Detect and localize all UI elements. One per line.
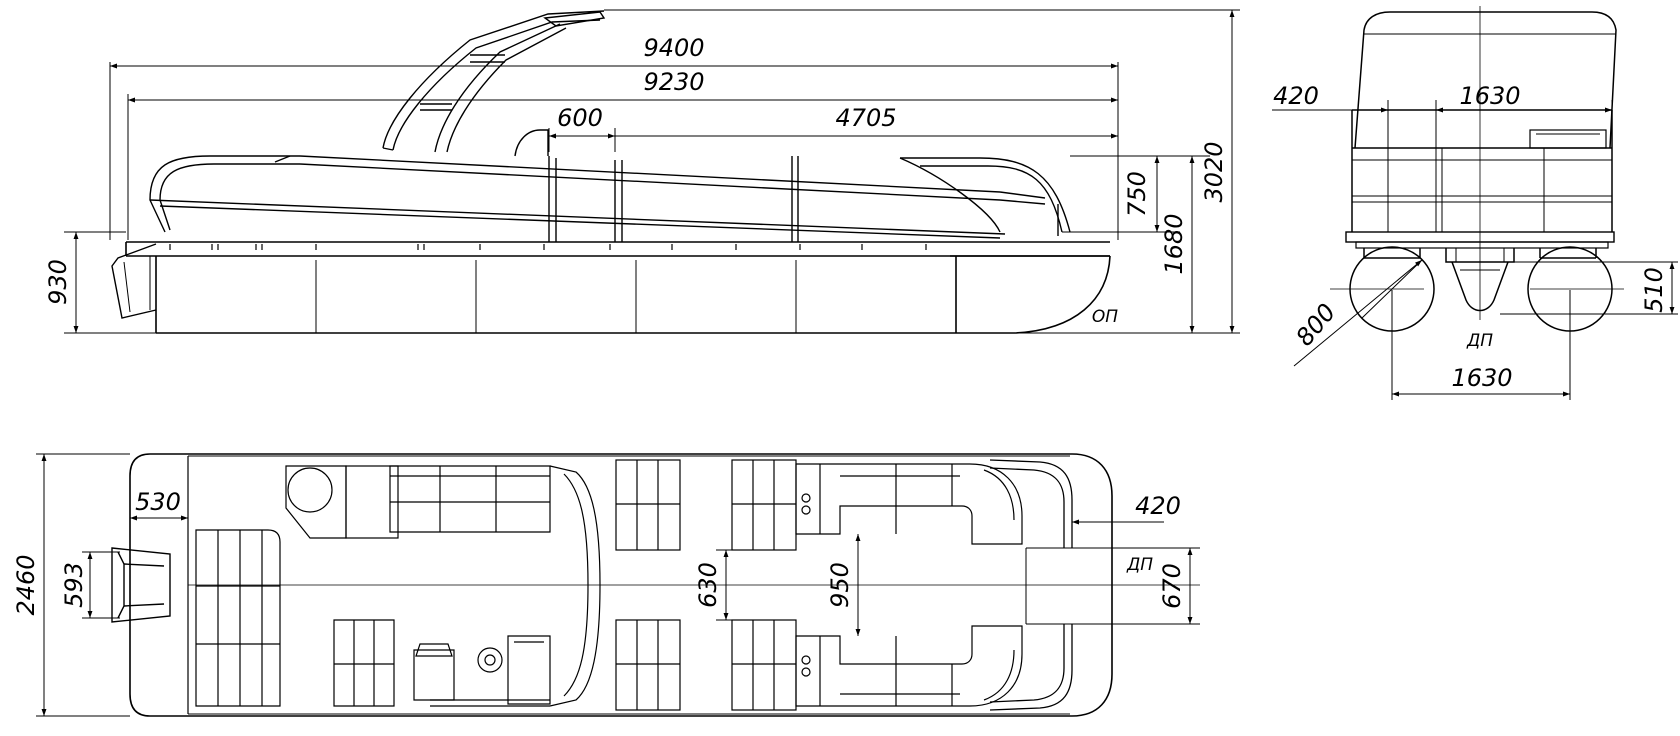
side-waterline-label: ОП <box>1092 307 1118 327</box>
top-centerline-label: ДП <box>1126 555 1153 575</box>
front-keel-depth-label: 510 <box>1640 267 1668 313</box>
side-fence-rails <box>149 129 1071 242</box>
top-mid-seats <box>615 459 797 711</box>
side-height-to-rail-label: 1680 <box>1160 213 1188 274</box>
side-deck-length-label: 9230 <box>643 68 704 96</box>
top-deck-outline <box>129 453 1200 717</box>
top-center-aisle-width-label: 950 <box>826 562 854 608</box>
front-structure <box>1330 6 1624 332</box>
front-bottom-spacing-label: 1630 <box>1451 364 1512 392</box>
top-stern-offset-label: 530 <box>135 488 181 516</box>
top-bow-lounges <box>795 463 1023 707</box>
side-pontoon-height-label: 930 <box>44 259 72 305</box>
front-offset-label: 420 <box>1273 82 1319 110</box>
side-view: 9400 9230 600 4705 750 1680 3020 930 ОП <box>44 9 1240 334</box>
side-overall-height-label: 3020 <box>1200 141 1228 202</box>
top-overall-width-label: 2460 <box>12 554 40 615</box>
side-fence-length-label: 4705 <box>835 104 896 132</box>
front-dimension-lines <box>1272 100 1678 400</box>
side-gate-width-label: 600 <box>557 104 603 132</box>
top-front-aisle-width-label: 630 <box>694 562 722 608</box>
top-motor-well <box>111 547 171 623</box>
top-dimension-lines <box>36 453 1200 717</box>
front-centerline-label: ДП <box>1466 331 1493 351</box>
front-top-spacing-label: 1630 <box>1459 82 1520 110</box>
side-overall-length-label: 9400 <box>643 34 704 62</box>
top-stern-sunpad <box>195 529 281 707</box>
front-view: 420 1630 800 510 ДП 1630 <box>1272 6 1678 400</box>
top-view: 2460 530 593 630 950 420 ДП 670 <box>12 453 1200 717</box>
side-hull <box>111 241 1111 334</box>
top-bow-gate-width-label: 670 <box>1158 563 1186 609</box>
top-bow-offset-label: 420 <box>1135 492 1181 520</box>
top-motor-well-width-label: 593 <box>60 562 88 608</box>
side-fence-height-label: 750 <box>1123 171 1151 217</box>
side-dimension-lines <box>64 9 1240 334</box>
top-rear-seats <box>285 465 601 707</box>
front-tube-diameter-label: 800 <box>1290 298 1341 351</box>
